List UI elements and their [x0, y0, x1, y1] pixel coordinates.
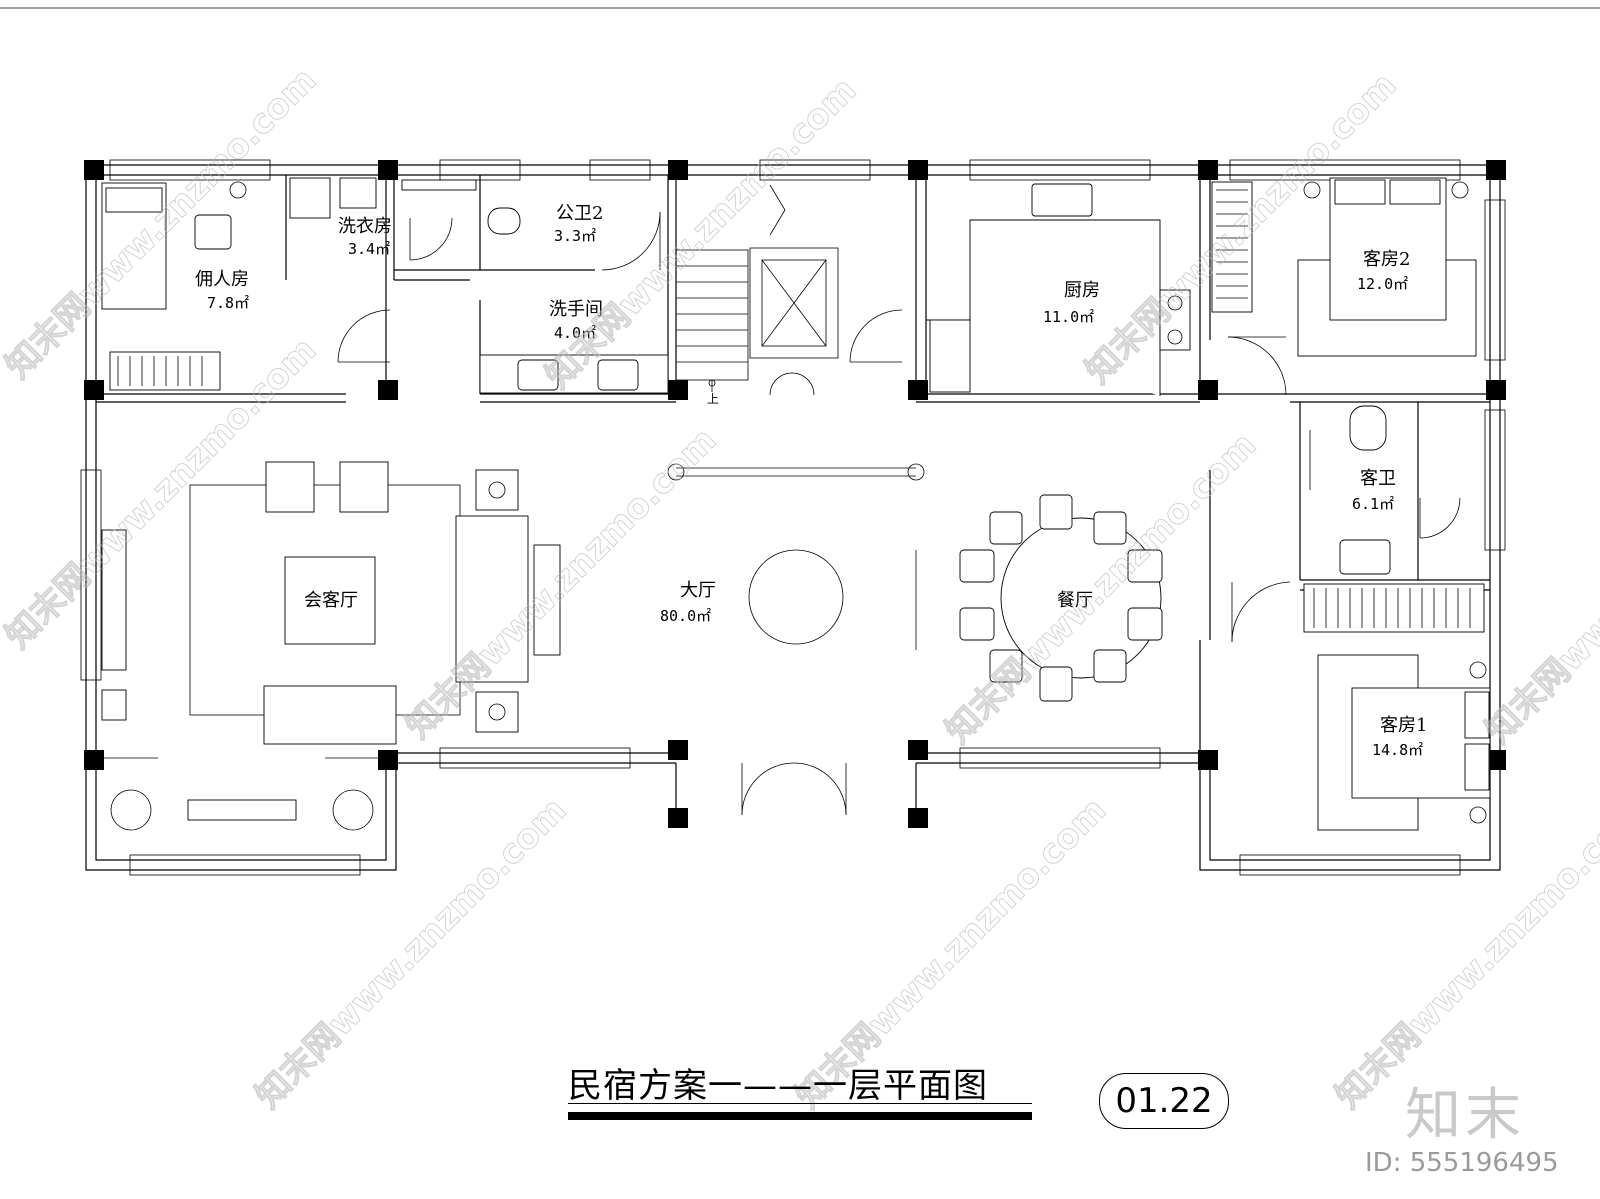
room-name-guest1: 客房1 — [1380, 715, 1427, 736]
room-name-living: 会客厅 — [304, 590, 358, 611]
washroom-sinks — [479, 354, 669, 394]
terrace-planters — [100, 757, 380, 831]
watermark-text: 知末网www.znzmo.com — [938, 425, 1264, 751]
room-area-servant: 7.8㎡ — [207, 294, 249, 312]
room-area-laundry: 3.4㎡ — [348, 240, 390, 258]
room-name-public-wc2: 公卫2 — [556, 203, 603, 224]
columns — [84, 160, 1506, 828]
room-name-guest-wc: 客卫 — [1360, 468, 1396, 489]
watermark-text: 知末网www.znzmo.com — [1328, 790, 1600, 1116]
room-name-washroom: 洗手间 — [549, 299, 603, 320]
drawing-title: 民宿方案一——一层平面图 — [568, 1066, 988, 1106]
room-name-hall: 大厅 — [680, 580, 716, 601]
servant-room-furniture — [101, 177, 521, 391]
dining-set — [959, 494, 1163, 702]
guest-wc-fixtures — [1309, 405, 1391, 575]
room-name-servant: 佣人房 — [195, 269, 249, 290]
room-labels: 佣人房 7.8㎡ 洗衣房 3.4㎡ 公卫2 3.3㎡ 洗手间 4.0㎡ 厨房 1… — [195, 203, 1427, 759]
title-underline-bar — [568, 1112, 1032, 1120]
room-name-laundry: 洗衣房 — [338, 216, 392, 237]
watermark-text: 知末网www.znzmo.com — [1478, 425, 1600, 751]
guest-room1-furniture — [1303, 583, 1491, 831]
windows — [80, 159, 1506, 876]
image-id: ID: 555196495 — [1365, 1148, 1559, 1178]
room-area-guest-wc: 6.1㎡ — [1352, 495, 1394, 513]
hall-features — [667, 463, 925, 650]
room-area-guest1: 14.8㎡ — [1372, 741, 1423, 759]
room-name-dining: 餐厅 — [1057, 590, 1093, 611]
watermark-text: 知末网www.znzmo.com — [0, 60, 324, 386]
room-area-hall: 80.0㎡ — [660, 607, 711, 625]
room-area-kitchen: 11.0㎡ — [1043, 308, 1094, 326]
guest-room2-furniture — [1211, 177, 1477, 357]
room-name-kitchen: 厨房 — [1064, 280, 1100, 301]
doors — [337, 211, 1461, 816]
watermark-text: 知末网www.znzmo.com — [398, 420, 724, 746]
kitchen-counters — [926, 183, 1191, 396]
room-name-guest2: 客房2 — [1363, 249, 1410, 270]
title-underline-thin — [568, 1103, 1032, 1104]
staircase — [675, 184, 839, 392]
room-area-public-wc2: 3.3㎡ — [554, 227, 596, 245]
room-area-guest2: 12.0㎡ — [1357, 275, 1408, 293]
sheet-number-badge: 01.22 — [1099, 1073, 1229, 1129]
stair-up-label: 上 — [707, 392, 719, 406]
room-area-washroom: 4.0㎡ — [554, 324, 596, 342]
watermark-text: 知末网www.znzmo.com — [248, 790, 574, 1116]
exterior-walls — [85, 164, 1501, 871]
brand-logo: 知末 — [1405, 1083, 1525, 1148]
living-room-furniture — [101, 461, 561, 745]
